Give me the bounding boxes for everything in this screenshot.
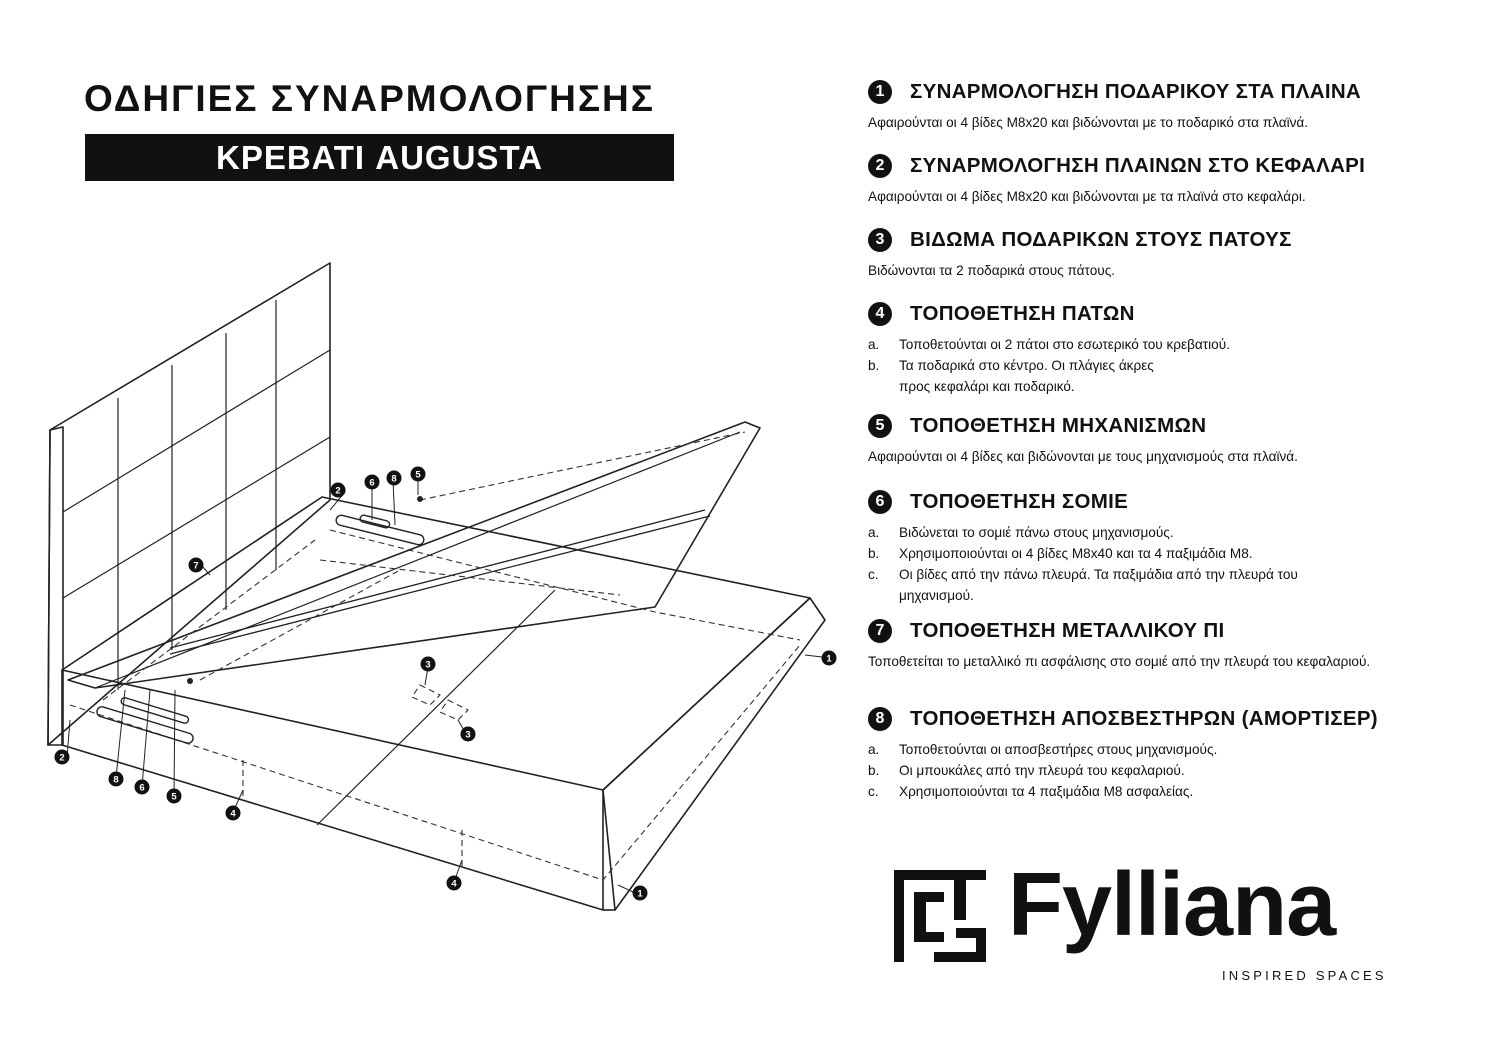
callout-8: 8 <box>386 470 402 486</box>
mechanism-slots <box>96 514 425 744</box>
callout-1: 1 <box>632 885 648 901</box>
headboard <box>47 262 331 746</box>
headboard-side <box>47 426 64 746</box>
callout-3: 3 <box>420 656 436 672</box>
lift-frame <box>67 421 761 689</box>
svg-text:6: 6 <box>139 783 144 794</box>
logo-tagline: INSPIRED SPACES <box>1222 968 1387 983</box>
step-description: Αφαιρούνται οι 4 βίδες Μ8x20 και βιδώνον… <box>868 115 1309 130</box>
callout-markers: 1 1 2 2 3 3 4 4 5 5 6 6 7 8 8 <box>54 466 837 901</box>
callout-4: 4 <box>225 805 241 821</box>
step-number: 4 <box>868 302 892 326</box>
step-number: 3 <box>868 228 892 252</box>
logo-mark-icon <box>894 870 986 962</box>
callout-6: 6 <box>364 474 380 490</box>
step-title: ΤΟΠΟΘΕΤΗΣΗ ΜΕΤΑΛΛΙΚΟΥ ΠΙ <box>910 619 1225 642</box>
hidden-lines <box>69 431 801 881</box>
step-number: 8 <box>868 707 892 731</box>
list-item: a.Τοποθετούνται οι αποσβεστήρες στους μη… <box>868 742 1218 757</box>
step-description: Τοποθετείται το μεταλλικό πι ασφάλισης σ… <box>868 654 1371 669</box>
step-title: ΣΥΝΑΡΜΟΛΟΓΗΣΗ ΠΟΔΑΡΙΚΟΥ ΣΤΑ ΠΛΑΙΝΑ <box>910 80 1362 103</box>
list-item: b.Οι μπουκάλες από την πλευρά του κεφαλα… <box>868 763 1185 778</box>
logo-wordmark: Fylliana <box>1008 855 1336 955</box>
step-description: Αφαιρούνται οι 4 βίδες και βιδώνονται με… <box>868 449 1298 464</box>
lift-arm <box>169 509 706 649</box>
svg-text:3: 3 <box>425 660 430 671</box>
step-5: 5 ΤΟΠΟΘΕΤΗΣΗ ΜΗΧΑΝΙΣΜΩΝ Αφαιρούνται οι 4 … <box>868 412 1468 467</box>
svg-text:2: 2 <box>59 753 64 764</box>
brand-logo: Fylliana INSPIRED SPACES <box>890 855 1410 988</box>
step-number: 7 <box>868 619 892 643</box>
svg-text:8: 8 <box>391 474 396 485</box>
list-item: b.Χρησιμοποιούνται οι 4 βίδες Μ8x40 και … <box>868 546 1253 561</box>
list-item: b.Τα ποδαρικά στο κέντρο. Οι πλάγιες άκρ… <box>868 358 1154 394</box>
svg-text:3: 3 <box>465 730 470 741</box>
page-title: ΟΔΗΓΙΕΣ ΣΥΝΑΡΜΟΛΟΓΗΣΗΣ <box>84 78 655 119</box>
step-2: 2 ΣΥΝΑΡΜΟΛΟΓΗΣΗ ΠΛΑΙΝΩΝ ΣΤΟ ΚΕΦΑΛΑΡΙ Αφαι… <box>868 152 1468 207</box>
callout-6: 6 <box>134 779 150 795</box>
step-3: 3 ΒΙΔΩΜΑ ΠΟΔΑΡΙΚΩΝ ΣΤΟΥΣ ΠΑΤΟΥΣ Βιδώνοντα… <box>868 226 1468 281</box>
svg-text:1: 1 <box>826 654 832 665</box>
step-8: 8 ΤΟΠΟΘΕΤΗΣΗ ΑΠΟΣΒΕΣΤΗΡΩΝ (ΑΜΟΡΤΙΣΕΡ) a.Τ… <box>868 705 1468 802</box>
callout-2: 2 <box>330 482 346 498</box>
svg-text:8: 8 <box>113 775 118 786</box>
list-item: c.Οι βίδες από την πάνω πλευρά. Τα παξιμ… <box>868 567 1298 603</box>
svg-text:5: 5 <box>171 792 177 803</box>
step-number: 6 <box>868 490 892 514</box>
svg-text:6: 6 <box>369 478 374 489</box>
step-title: ΤΟΠΟΘΕΤΗΣΗ ΠΑΤΩΝ <box>910 302 1135 325</box>
callout-2: 2 <box>54 749 70 765</box>
step-1: 1 ΣΥΝΑΡΜΟΛΟΓΗΣΗ ΠΟΔΑΡΙΚΟΥ ΣΤΑ ΠΛΑΙΝΑ Αφαι… <box>868 78 1468 133</box>
step-title: ΣΥΝΑΡΜΟΛΟΓΗΣΗ ΠΛΑΙΝΩΝ ΣΤΟ ΚΕΦΑΛΑΡΙ <box>910 154 1366 177</box>
callout-5: 5 <box>410 466 426 482</box>
callout-7: 7 <box>188 557 204 573</box>
bed-base-front <box>602 597 826 911</box>
callout-4: 4 <box>446 875 462 891</box>
step-description: Βιδώνονται τα 2 ποδαρικά στους πάτους. <box>868 263 1116 278</box>
list-item: a.Βιδώνεται το σομιέ πάνω στους μηχανισμ… <box>868 525 1174 540</box>
svg-text:4: 4 <box>451 879 457 890</box>
svg-text:7: 7 <box>193 561 198 572</box>
bed-assembly-diagram: 1 1 2 2 3 3 4 4 5 5 6 6 7 8 8 <box>47 262 837 911</box>
step-number: 2 <box>868 154 892 178</box>
product-name: ΚΡΕΒΑΤΙ AUGUSTA <box>216 138 543 176</box>
product-name-banner: ΚΡΕΒΑΤΙ AUGUSTA <box>85 134 674 181</box>
leader-lines <box>66 476 823 893</box>
step-title: ΤΟΠΟΘΕΤΗΣΗ ΜΗΧΑΝΙΣΜΩΝ <box>910 414 1207 437</box>
bed-base-left <box>61 670 604 911</box>
screw-dots <box>187 496 423 684</box>
headboard-panels <box>62 300 331 690</box>
base-split-line <box>316 589 556 826</box>
list-item: a.Τοποθετούνται οι 2 πάτοι στο εσωτερικό… <box>868 337 1230 352</box>
list-item: c.Χρησιμοποιούνται τα 4 παξιμάδια Μ8 ασφ… <box>868 784 1194 799</box>
step-title: ΒΙΔΩΜΑ ΠΟΔΑΡΙΚΩΝ ΣΤΟΥΣ ΠΑΤΟΥΣ <box>910 228 1292 251</box>
svg-text:4: 4 <box>230 809 236 820</box>
svg-text:2: 2 <box>335 486 340 497</box>
step-title: ΤΟΠΟΘΕΤΗΣΗ ΑΠΟΣΒΕΣΤΗΡΩΝ (ΑΜΟΡΤΙΣΕΡ) <box>910 707 1378 730</box>
callout-3: 3 <box>460 726 476 742</box>
step-6: 6 ΤΟΠΟΘΕΤΗΣΗ ΣΟΜΙΕ a.Βιδώνεται το σομιέ π… <box>868 488 1468 606</box>
callout-1: 1 <box>821 650 837 666</box>
step-title: ΤΟΠΟΘΕΤΗΣΗ ΣΟΜΙΕ <box>910 490 1129 513</box>
step-number: 1 <box>868 80 892 104</box>
step-4: 4 ΤΟΠΟΘΕΤΗΣΗ ΠΑΤΩΝ a.Τοποθετούνται οι 2 π… <box>868 300 1468 397</box>
step-number: 5 <box>868 414 892 438</box>
svg-text:1: 1 <box>637 889 643 900</box>
callout-5: 5 <box>166 788 182 804</box>
callout-8: 8 <box>108 771 124 787</box>
step-7: 7 ΤΟΠΟΘΕΤΗΣΗ ΜΕΤΑΛΛΙΚΟΥ ΠΙ Τοποθετείται τ… <box>868 617 1468 672</box>
step-description: Αφαιρούνται οι 4 βίδες Μ8x20 και βιδώνον… <box>868 189 1306 204</box>
svg-text:5: 5 <box>415 470 421 481</box>
